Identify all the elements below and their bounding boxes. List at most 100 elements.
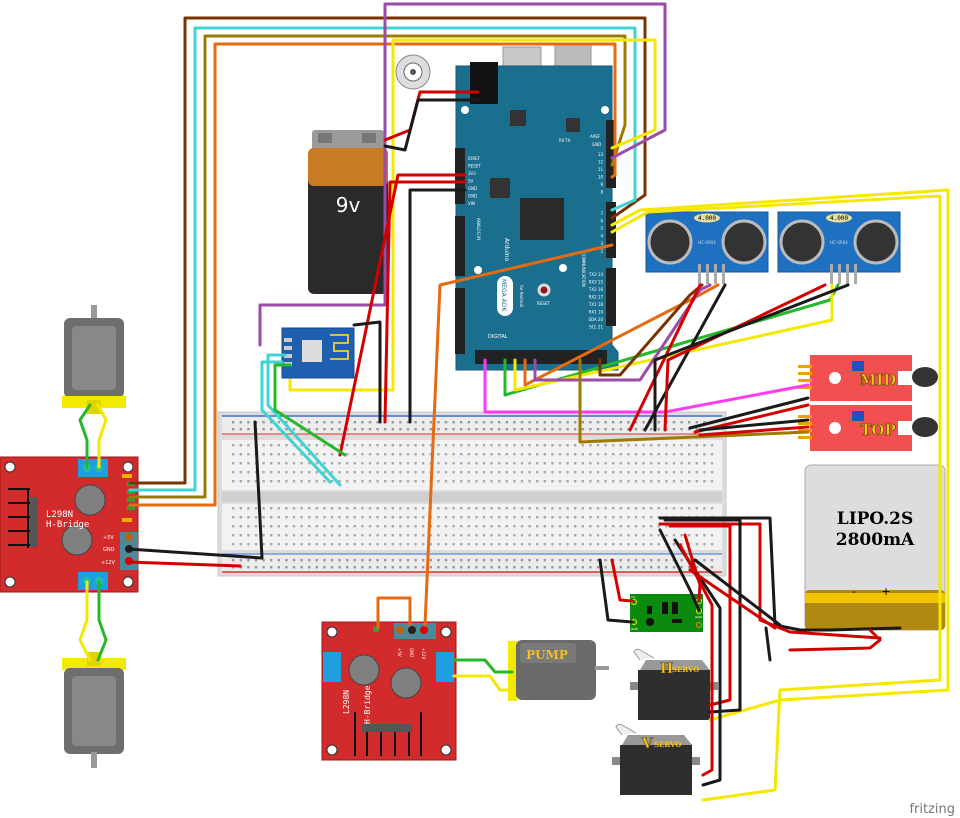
arduino-power-pin-label: IOREF (468, 156, 481, 161)
arduino-aref: AREF (590, 134, 601, 139)
arduino-pwm-pin-label: 12 (598, 160, 604, 165)
servo-label: SERVO (672, 665, 699, 674)
black-wire (663, 518, 742, 714)
red-wire (698, 425, 810, 437)
ir-sensor-label: MID (860, 371, 897, 389)
red-wire (788, 628, 882, 652)
yellow-wire (288, 38, 657, 392)
yellow-wire (610, 194, 942, 802)
arduino-pwm-pin-label: 10 (598, 175, 604, 180)
hbridge-bottom-5v: +5V (397, 648, 402, 657)
black-wire (253, 420, 264, 560)
ir-sensor-mid: MID (798, 355, 938, 401)
regulator-gnd: GND (631, 627, 639, 631)
green-wire (452, 658, 514, 674)
hbridge-bottom-subtitle: H-Bridge (363, 685, 372, 724)
lipo-battery: LIPO.2S 2800mA - + (804, 464, 946, 631)
esp8266-wifi-module (281, 327, 355, 379)
hbridge-left-5v: +5V (103, 535, 114, 541)
black-wire (693, 558, 782, 627)
purple-wire (533, 283, 712, 382)
breadboard (217, 411, 727, 577)
black-wire (658, 516, 902, 632)
olive-wire (128, 34, 627, 499)
black-wire (764, 626, 772, 662)
pump-motor: PUMP (508, 640, 609, 701)
regulator-gnd2: GND (695, 615, 703, 619)
red-wire (126, 560, 242, 568)
arduino-rx: RX (559, 138, 565, 143)
arduino-brand: Arduino (503, 238, 510, 262)
arduino-tx: TX (564, 138, 570, 143)
orange-wire (128, 42, 617, 507)
hbridge-bottom-title: L298N (342, 690, 351, 714)
black-wire (698, 418, 810, 432)
arduino-power-pin-label: 5V (468, 179, 474, 184)
olive-wire (578, 358, 810, 444)
arduino-digital-label: DIGITAL (488, 334, 508, 340)
arduino-pwm-pin-label: 6 (600, 219, 603, 224)
hbridge-left-gnd: GND (103, 547, 115, 553)
magenta-wire (483, 358, 810, 414)
battery-label: 9v (336, 193, 361, 217)
voltage-regulator: Vin GND V+ GND (630, 594, 703, 632)
arduino-comm-pin-label: TX3 14 (588, 272, 604, 277)
red-wire (383, 180, 467, 424)
dc-motor-bottom (62, 652, 126, 768)
regulator-vin: Vin (631, 595, 636, 599)
lipo-minus: - (852, 585, 856, 598)
l298n-hbridge-left: L298N H-Bridge +5V GND +12V (0, 456, 139, 593)
l298n-hbridge-bottom: L298N H-Bridge +5V GND +12V (321, 621, 457, 761)
servo-label: SERVO (654, 740, 681, 749)
hbridge-left-subtitle: H-Bridge (46, 520, 89, 530)
arduino-power-pin-label: GND (468, 194, 477, 199)
ultrasonic-display: 4.000 (698, 215, 716, 222)
orange-wire (376, 596, 412, 630)
ir-sensor-top: TOP (798, 405, 938, 451)
arduino-analog-label: ANALOG IN (476, 218, 481, 240)
green-wire (273, 363, 347, 457)
lipo-line1: LIPO.2S (837, 509, 914, 529)
yellow-wire (96, 403, 108, 469)
9v-battery: 9v (308, 130, 388, 294)
arduino-pwm-pin-label: 9 (600, 182, 603, 187)
arduino-mega-adk: Arduino MEGA ADK for Android DIGITAL COM… (455, 43, 619, 371)
lipo-line2: 2800mA (836, 530, 915, 550)
orange-wire (423, 243, 614, 627)
black-wire (653, 283, 850, 432)
hbridge-left-12v: +12V (101, 560, 116, 566)
red-wire (658, 522, 882, 640)
arduino-comm-pin-label: SDA 20 (588, 317, 603, 322)
arduino-reset: RESET (537, 301, 550, 306)
wires (78, 2, 950, 802)
yellow-wire (610, 188, 950, 722)
arduino-pwm-pin-label: 3 (600, 241, 603, 246)
servo-initial: V (641, 736, 654, 752)
arduino-pwm-pin-label: 2 (600, 249, 603, 254)
purple-wire (258, 2, 667, 347)
red-wire (683, 533, 702, 602)
arduino-power-pin-label: 3V3 (468, 171, 476, 176)
pump-label: PUMP (526, 648, 568, 662)
power-switch[interactable] (395, 54, 431, 90)
black-wire (643, 283, 727, 432)
ultrasonic-model: HC-SR04 (830, 240, 848, 245)
black-wire (352, 320, 382, 424)
arduino-comm-pin-label: TX2 16 (588, 287, 604, 292)
orange-wire (523, 283, 720, 387)
arduino-gnd: GND (592, 142, 601, 147)
black-wire (598, 558, 634, 624)
arduino-board-name: MEGA ADK (500, 279, 507, 312)
black-wire (126, 547, 264, 560)
cyan-wire (266, 353, 342, 487)
arduino-communication-label: COMMUNICATION (581, 252, 586, 287)
arduino-power-pin-label: VIN (468, 201, 475, 206)
arduino-comm-pin-label: RX3 15 (589, 280, 604, 285)
green-wire (503, 283, 840, 397)
cyan-wire (260, 360, 332, 484)
brown-wire (598, 283, 704, 377)
